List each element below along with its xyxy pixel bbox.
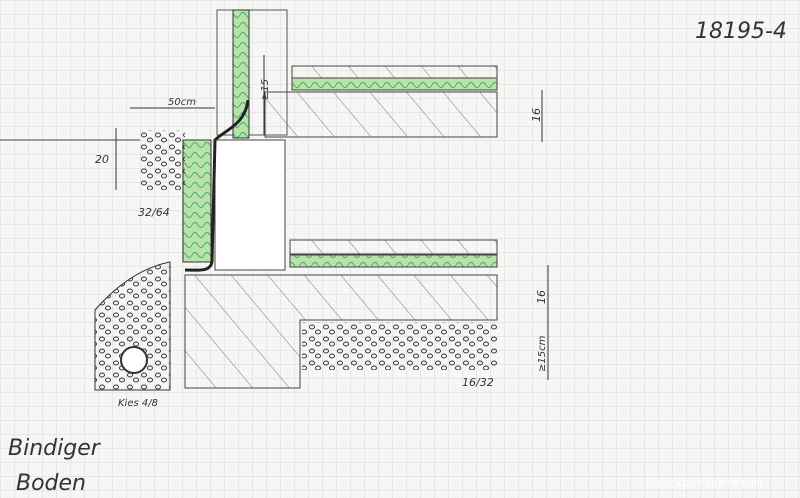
upper-screed [291, 65, 498, 79]
drawing-number: 18195-4 [695, 19, 787, 44]
lower-floor-insulation [289, 254, 498, 268]
label-soil-line1: Bindiger [8, 436, 102, 461]
upper-wall [216, 9, 288, 136]
label-upper-min: ≥15 [260, 79, 271, 100]
label-soil-line2: Boden [16, 471, 86, 496]
upper-slab [264, 91, 498, 138]
label-gravel-grain: 32/64 [138, 206, 170, 219]
label-overhang: 50cm [168, 97, 196, 108]
gravel-strip [140, 130, 185, 190]
drain-pipe [120, 346, 148, 374]
label-drain-gravel: Kies 4/8 [118, 398, 158, 409]
lower-screed [289, 239, 498, 255]
drain-gravel [94, 261, 171, 391]
label-gravel-bed: ≥15cm [537, 335, 548, 372]
waterproofing [184, 99, 250, 272]
foundation-slab [184, 274, 498, 389]
gravel-bed [302, 322, 497, 370]
watermark: Bauexpertenforum [646, 476, 762, 490]
upper-floor-insulation [291, 77, 498, 91]
label-bed-grain: 16/32 [462, 376, 494, 389]
label-gravel-height: 20 [95, 153, 109, 166]
label-slab-lower: 16 [535, 290, 548, 304]
perimeter-insulation [182, 139, 212, 263]
label-slab-upper: 16 [530, 108, 543, 122]
basement-wall [214, 139, 286, 271]
upper-insulation [232, 9, 250, 139]
